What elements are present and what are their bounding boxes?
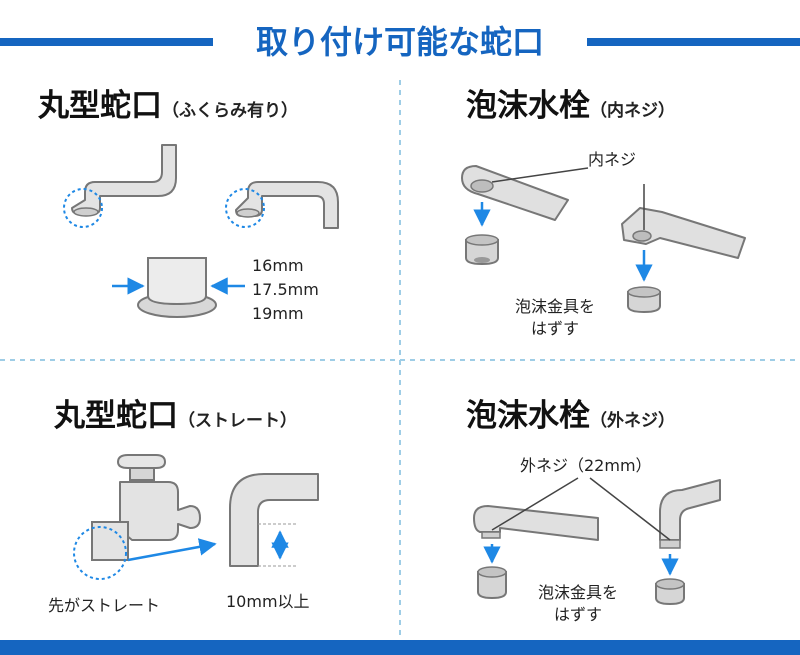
bulge-faucet-left [63, 144, 177, 228]
size-16mm: 16mm [252, 256, 304, 275]
size-19mm: 19mm [252, 304, 304, 323]
straight-tip-label: 先がストレート [48, 596, 161, 615]
straight-tip-circle [73, 526, 127, 580]
outer-remove-label: 泡沫金具を はずす [528, 582, 628, 626]
section-title-aerator-inner: 泡沫水栓（内ネジ） [466, 80, 675, 125]
bottom-bar [0, 640, 800, 655]
inner-aerator-faucet-2 [621, 184, 746, 314]
round-bulge-subtitle: （ふくらみ有り） [162, 101, 298, 121]
bulge-highlight-circle [63, 188, 103, 228]
aerator-outer-subtitle: （外ネジ） [590, 411, 675, 431]
bulge-highlight-circle-2 [225, 188, 265, 228]
round-straight-title: 丸型蛇口 [54, 398, 178, 434]
aerator-inner-subtitle: （内ネジ） [590, 101, 675, 121]
inner-remove-line1: 泡沫金具を [514, 297, 595, 316]
inner-thread-label: 内ネジ [588, 150, 637, 169]
aerator-outer-title: 泡沫水栓 [466, 398, 590, 434]
outer-remove-line2: はずす [553, 605, 602, 624]
tip-closeup-arrow [127, 538, 217, 562]
page-title: 取り付け可能な蛇口 [255, 23, 544, 61]
inner-thread-leader-1 [491, 167, 589, 183]
section-title-round-straight: 丸型蛇口（ストレート） [54, 390, 297, 435]
outer-thread-leader-2 [589, 477, 671, 541]
size-17-5mm: 17.5mm [252, 280, 319, 299]
round-bulge-title: 丸型蛇口 [38, 88, 162, 124]
inner-remove-line2: はずす [530, 319, 579, 338]
title-bar: 取り付け可能な蛇口 [0, 20, 800, 64]
outer-aerator-faucet-2 [589, 477, 721, 606]
title-line-right [587, 38, 800, 46]
straight-faucet-tap [73, 454, 217, 580]
bulge-faucet-right [225, 181, 339, 229]
inner-aerator-faucet-1 [461, 165, 589, 266]
outer-aerator-faucet-1 [473, 477, 599, 600]
outer-thread-label: 外ネジ（22mm） [520, 456, 652, 475]
faucet-tip-closeup [112, 257, 245, 318]
aerator-inner-title: 泡沫水栓 [466, 88, 590, 124]
round-straight-subtitle: （ストレート） [178, 411, 297, 431]
outer-thread-leader-1 [491, 477, 579, 531]
inner-remove-label: 泡沫金具を はずす [505, 296, 605, 340]
outer-remove-line1: 泡沫金具を [537, 583, 618, 602]
section-title-round-bulge: 丸型蛇口（ふくらみ有り） [38, 80, 298, 125]
straight-faucet-closeup [229, 473, 319, 567]
length-label: 10mm以上 [226, 592, 310, 611]
section-title-aerator-outer: 泡沫水栓（外ネジ） [466, 390, 675, 435]
title-line-left [0, 38, 213, 46]
